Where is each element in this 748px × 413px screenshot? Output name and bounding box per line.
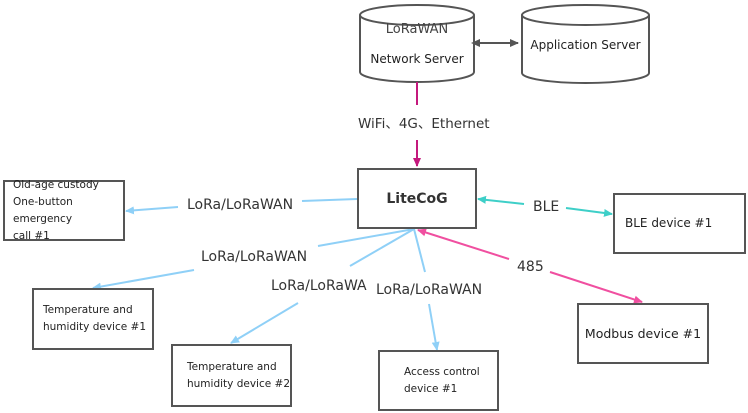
link-label-temp1: LoRa/LoRaWAN — [199, 249, 310, 265]
old-age-link-line — [301, 198, 358, 202]
network-server-cylinder — [359, 4, 475, 83]
device-text-line: Temperature and — [187, 360, 277, 373]
device-text-line: humidity device #2 — [187, 377, 291, 390]
device-text-line: BLE device #1 — [625, 216, 713, 230]
gateway-label: LiteCoG — [386, 190, 448, 207]
device-modbus[interactable]: Modbus device #1 — [577, 303, 709, 364]
temp1-link-line — [317, 228, 415, 247]
ble-link-arrow — [565, 207, 613, 217]
application-server-cylinder — [521, 4, 650, 84]
device-text-line: call #1 — [13, 229, 50, 242]
modbus-link-arrow — [549, 271, 643, 304]
link-label-temp2: LoRa/LoRaWA — [269, 278, 369, 294]
gateway-litecog[interactable]: LiteCoG — [357, 168, 477, 229]
access-link-line — [413, 228, 426, 273]
device-text-line: Modbus device #1 — [584, 326, 702, 341]
temp2-link-line — [349, 228, 415, 267]
device-text-line: humidity device #1 — [43, 321, 147, 333]
device-temp-humidity-2[interactable]: Temperature and humidity device #2 — [171, 344, 292, 407]
device-text-line: One-button emergency — [13, 195, 73, 225]
link-label-access: LoRa/LoRaWAN — [374, 282, 485, 298]
device-temp-humidity-1[interactable]: Temperature and humidity device #1 — [32, 288, 154, 350]
link-label-old-age: LoRa/LoRaWAN — [185, 197, 296, 213]
device-text-line: Access control — [404, 365, 480, 378]
link-label-ble: BLE — [531, 199, 562, 215]
network-server-label: Network Server — [370, 52, 464, 66]
access-link-arrow — [428, 303, 440, 351]
ble-link-line — [477, 195, 525, 205]
device-text-line: Temperature and — [43, 304, 133, 316]
temp2-link-arrow — [230, 302, 299, 344]
application-server-label: Application Server — [530, 38, 641, 52]
old-age-link-arrow — [125, 206, 179, 215]
device-old-age-custody[interactable]: Old-age custody One-button emergency cal… — [3, 178, 125, 242]
backhaul-label: WiFi、4G、Ethernet — [356, 116, 492, 132]
device-text-line: device #1 — [404, 382, 458, 395]
modbus-link-line — [417, 228, 510, 260]
temp1-link-arrow — [92, 269, 195, 291]
link-label-modbus: 485 — [515, 259, 546, 275]
device-text-line: Old-age custody — [13, 178, 99, 191]
network-server-title: LoRaWAN — [385, 22, 449, 37]
device-ble[interactable]: BLE device #1 — [613, 193, 746, 254]
device-access-control[interactable]: Access control device #1 — [378, 350, 499, 411]
